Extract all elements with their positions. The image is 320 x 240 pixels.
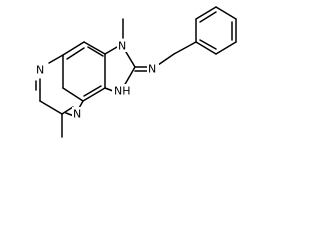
bond [82, 87, 106, 102]
bond [173, 41, 197, 55]
bond [199, 11, 217, 23]
bond [66, 47, 85, 60]
bond [123, 66, 136, 87]
atom-label-n-pyrazine-bottom: N [73, 108, 81, 121]
bond [195, 41, 217, 55]
bond [83, 85, 102, 97]
atom-mask [35, 63, 47, 76]
bond [62, 41, 85, 56]
atom-mask [112, 84, 134, 97]
bond [215, 41, 237, 55]
bond [157, 53, 175, 66]
bond [195, 6, 217, 20]
bond [215, 6, 237, 20]
bond [199, 39, 217, 50]
bond [125, 51, 136, 68]
atom-mask [147, 62, 159, 75]
atom-mask [72, 107, 84, 120]
bond [83, 41, 106, 55]
atom-mask [117, 39, 129, 52]
atom-label-n-pyrazine-top: N [36, 64, 44, 77]
atom-label-n-methyl: N [118, 40, 126, 53]
bond [104, 46, 118, 55]
atom-label-nh: NH [114, 85, 131, 98]
chemical-structure: N NH N N N [35, 6, 237, 138]
bond [39, 100, 63, 115]
bond [87, 46, 104, 57]
bond [48, 54, 64, 64]
bond [104, 87, 114, 92]
bond [62, 87, 84, 102]
atom-label-n-imine: N [148, 63, 156, 76]
bond [61, 106, 74, 115]
